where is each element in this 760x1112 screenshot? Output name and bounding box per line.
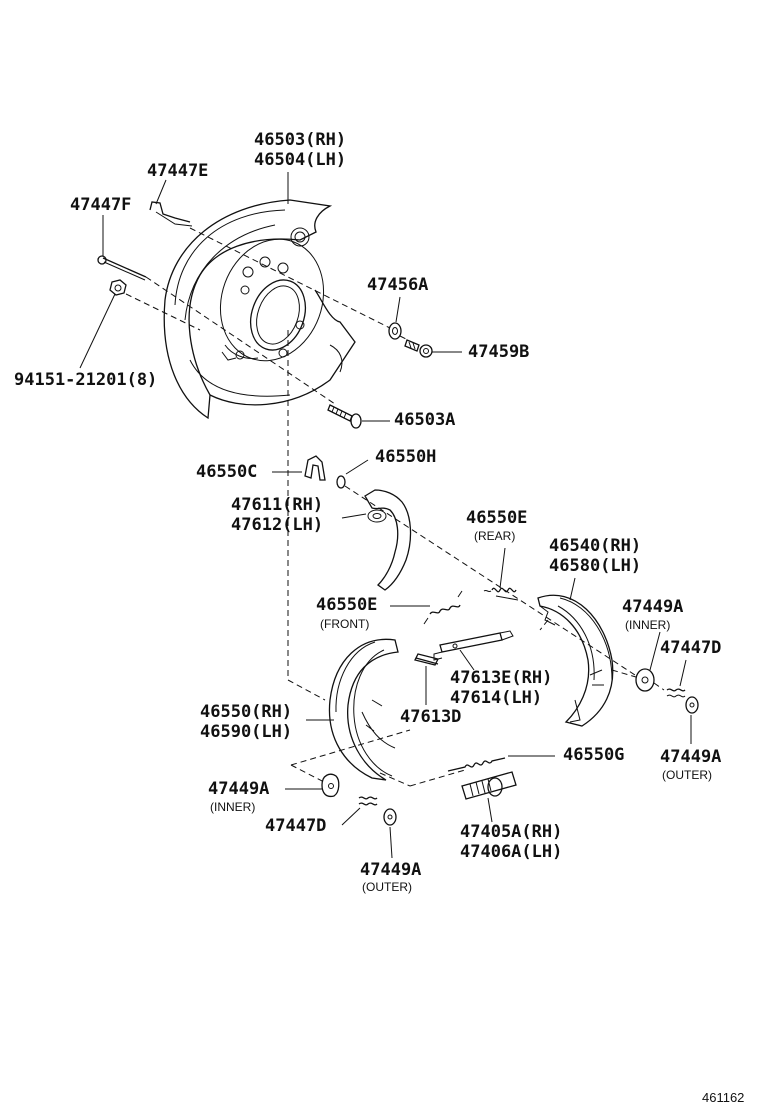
label-47447f: 47447F: [70, 195, 132, 215]
strut-47613e: [433, 630, 514, 661]
bolt-47459b: [404, 339, 433, 358]
label-47449a-inner-right-note: (INNER): [625, 618, 671, 632]
spring-46550e-front: [423, 590, 463, 625]
label-47611-rh: 47611(RH): [231, 495, 324, 515]
label-47449a-inner-left-note: (INNER): [210, 800, 256, 814]
label-46550e-front-note: (FRONT): [320, 617, 370, 631]
label-47459b: 47459B: [468, 342, 530, 362]
label-47449a-outer-right: 47449A: [660, 747, 722, 767]
lever-47611: [364, 489, 412, 591]
assembly-lines: [125, 227, 665, 787]
label-46550e-rear-note: (REAR): [474, 529, 516, 543]
spring-47447d-left: [358, 796, 378, 806]
label-47613d: 47613D: [400, 707, 462, 727]
bolt-46503a: [327, 404, 362, 429]
label-46550h: 46550H: [375, 447, 437, 467]
label-47449a-outer-right-note: (OUTER): [662, 768, 712, 782]
label-47449a-outer-left: 47449A: [360, 860, 422, 880]
label-46580-lh: 46580(LH): [549, 556, 642, 576]
shoe-46550: [328, 638, 399, 781]
label-47614-lh: 47614(LH): [450, 688, 543, 708]
pin-47447f: [97, 255, 147, 281]
label-47406a-lh: 47406A(LH): [460, 842, 563, 862]
label-46503a: 46503A: [394, 410, 456, 430]
label-46550c: 46550C: [196, 462, 258, 482]
washer-47456a: [388, 322, 402, 340]
shoe-46540: [537, 594, 614, 727]
label-94151: 94151-21201(8): [14, 370, 158, 390]
label-46540-rh: 46540(RH): [549, 536, 642, 556]
label-47447e: 47447E: [147, 161, 209, 181]
cap-47449a-outer-left: [383, 808, 397, 826]
adjuster-47405a: [461, 771, 517, 800]
spring-47613d: [414, 653, 439, 666]
label-46550e-front: 46550E: [316, 595, 378, 615]
spring-46550e-rear: [483, 587, 519, 601]
cup-47449a-inner-left: [321, 773, 340, 798]
washer-46550h: [336, 475, 346, 489]
label-47613e-rh: 47613E(RH): [450, 668, 553, 688]
label-47449a-inner-right: 47449A: [622, 597, 684, 617]
label-46550g: 46550G: [563, 745, 625, 765]
clip-47447e: [149, 201, 193, 227]
diagram-code: 461162: [702, 1090, 745, 1105]
cap-47449a-outer-right: [685, 696, 699, 714]
label-46550-rh: 46550(RH): [200, 702, 293, 722]
label-47447d-left: 47447D: [265, 816, 327, 836]
label-47449a-inner-left: 47449A: [208, 779, 270, 799]
label-47456a: 47456A: [367, 275, 429, 295]
label-47449a-outer-left-note: (OUTER): [362, 880, 412, 894]
label-46590-lh: 46590(LH): [200, 722, 293, 742]
label-47447d-right: 47447D: [660, 638, 722, 658]
backing-plate: [163, 199, 356, 420]
label-46503-rh: 46503(RH): [254, 130, 347, 150]
cup-47449a-inner-right: [635, 668, 655, 692]
label-47612-lh: 47612(LH): [231, 515, 324, 535]
label-46504-lh: 46504(LH): [254, 150, 347, 170]
label-47405a-rh: 47405A(RH): [460, 822, 563, 842]
clip-46550c: [304, 455, 326, 481]
spring-47447d-right: [666, 688, 686, 698]
spring-46550g: [447, 757, 506, 772]
leader-lines: [79, 172, 692, 859]
label-46550e-rear: 46550E: [466, 508, 528, 528]
nut-94151: [109, 279, 127, 296]
